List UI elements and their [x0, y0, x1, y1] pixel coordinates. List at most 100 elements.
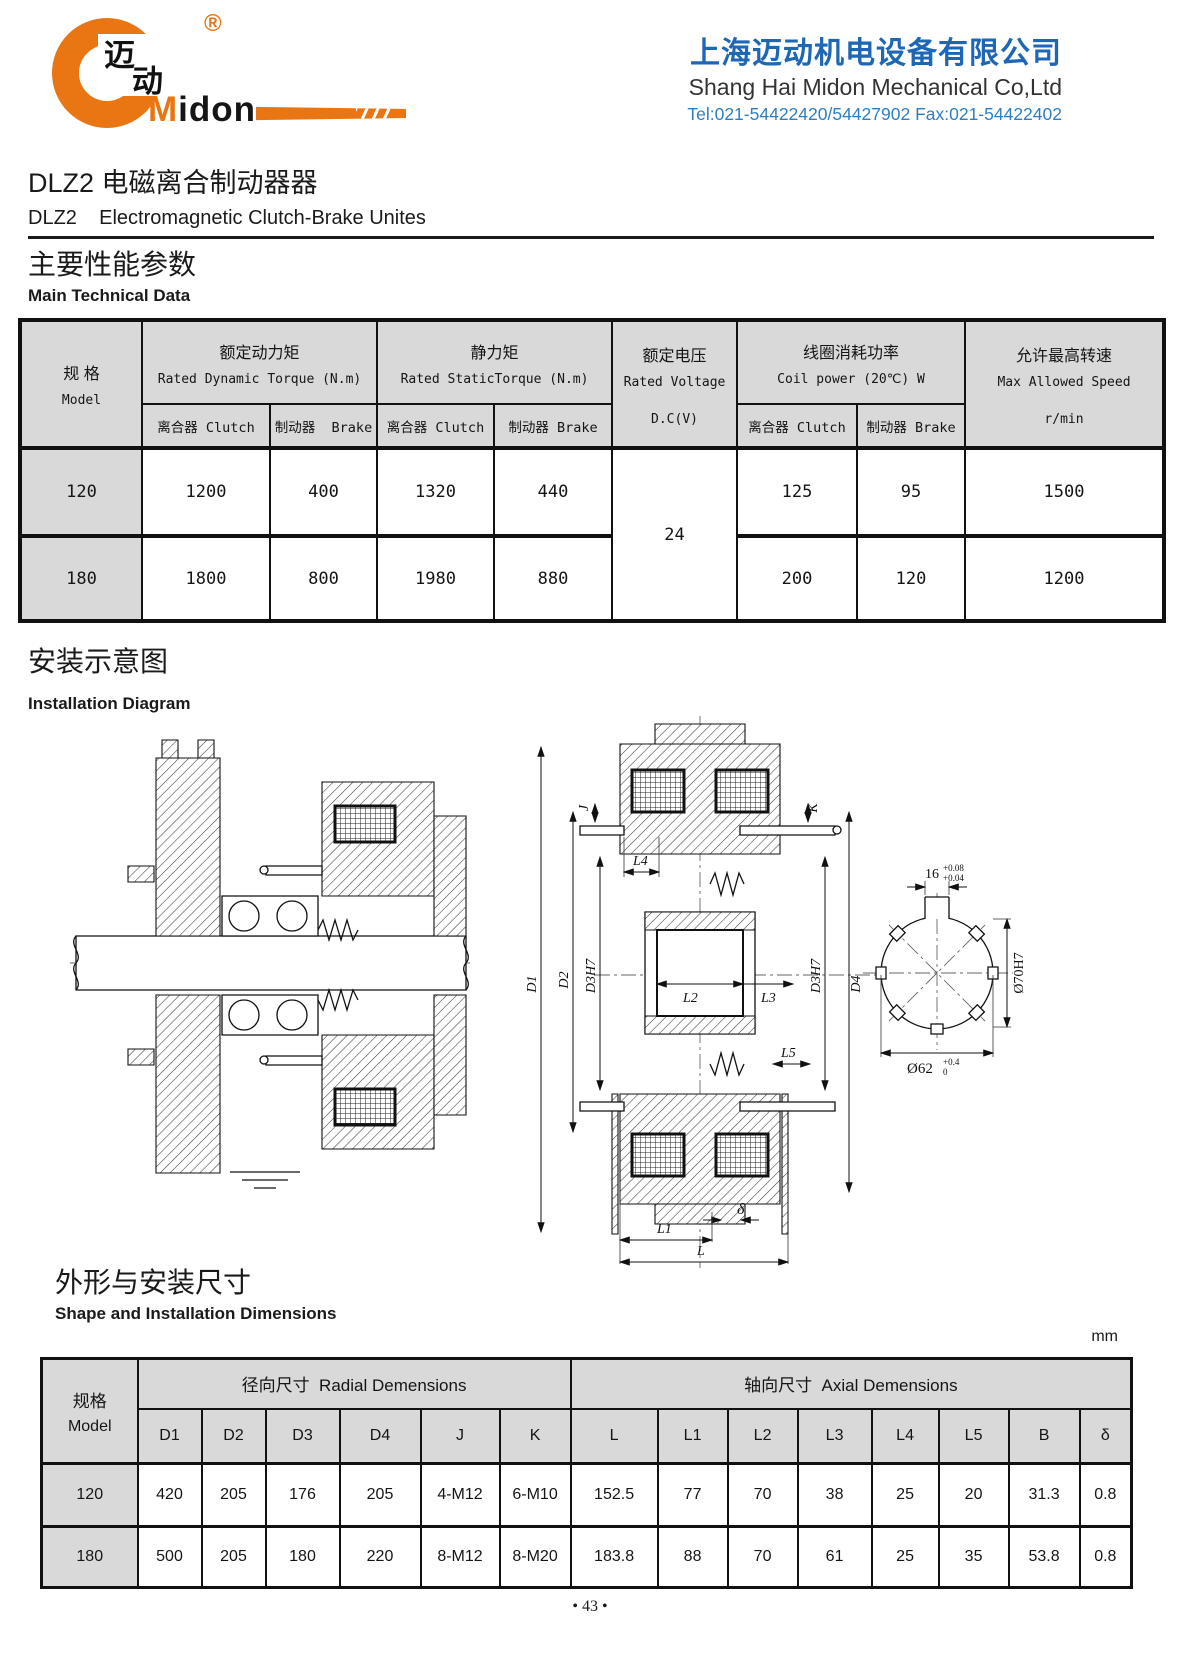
value-cell: 8-M20: [498, 1525, 572, 1589]
registered-trademark-icon: ®: [204, 10, 222, 37]
value-cell: 25: [870, 1525, 940, 1589]
col-header: δ: [1078, 1407, 1133, 1465]
col-header-static-torque: 静力矩 Rated StaticTorque (N.m): [376, 319, 613, 405]
section-tech-en: Main Technical Data: [28, 286, 191, 305]
value-cell: 176: [264, 1462, 341, 1528]
dim-spline-width: 16: [925, 867, 939, 882]
dim-outer-tol-dn: 0: [943, 1067, 948, 1077]
col-header-model: 规格 Model: [40, 1357, 139, 1465]
value-cell: 20: [937, 1462, 1010, 1528]
value-cell: 8-M12: [419, 1525, 501, 1589]
dim-l4: L4: [632, 854, 648, 869]
section-tech-heading: 主要性能参数 Main Technical Data: [28, 248, 196, 307]
subheader-brake: 制动器 Brake: [493, 403, 613, 449]
col-header: B: [1007, 1407, 1081, 1465]
dim-k: K: [806, 803, 821, 814]
col-header: L1: [656, 1407, 729, 1465]
page-title-en: DLZ2 Electromagnetic Clutch-Brake Unites: [28, 207, 426, 229]
col-header: J: [419, 1407, 501, 1465]
value-cell: 35: [937, 1525, 1010, 1589]
logo-cn-char-top: 迈: [104, 38, 135, 73]
logo-cn-backdrop: [98, 34, 168, 96]
value-cell: 53.8: [1007, 1525, 1081, 1589]
value-cell: 25: [870, 1462, 940, 1528]
company-name-cn: 上海迈动机电设备有限公司: [690, 37, 1062, 70]
dim-l2: L2: [682, 991, 698, 1006]
subheader-clutch: 离合器 Clutch: [736, 403, 858, 449]
model-cell: 180: [19, 534, 143, 622]
value-cell: 220: [338, 1525, 422, 1589]
section-shape-cn: 外形与安装尺寸: [55, 1267, 252, 1298]
value-cell: 70: [726, 1462, 799, 1528]
logo-cn-char-bottom: 动: [132, 64, 163, 99]
dim-l5: L5: [780, 1046, 796, 1061]
value-cell: 0.8: [1078, 1525, 1133, 1589]
value-cell: 1200: [964, 534, 1165, 622]
value-cell: 440: [493, 446, 613, 537]
logo-stripe-icon: [256, 106, 406, 121]
dim-d4: D4: [849, 975, 864, 993]
dim-spline-tol-up: +0.08: [943, 863, 964, 873]
value-cell: 0.8: [1078, 1462, 1133, 1528]
col-header-model: 规 格 Model: [19, 319, 143, 449]
dim-outer: Ø62: [907, 1061, 933, 1077]
dim-bore: Ø70H7: [1012, 952, 1027, 993]
value-cell: 95: [856, 446, 966, 537]
installation-section-view: [70, 738, 470, 1193]
model-cell: 180: [40, 1525, 139, 1589]
col-header: D1: [136, 1407, 203, 1465]
subheader-clutch: 离合器 Clutch: [141, 403, 271, 449]
company-block: 上海迈动机电设备有限公司 Shang Hai Midon Mechanical …: [687, 36, 1062, 126]
value-cell: 420: [136, 1462, 203, 1528]
col-header: D2: [200, 1407, 267, 1465]
dim-d1: D1: [525, 975, 540, 993]
col-header: K: [498, 1407, 572, 1465]
table-row: 180 500 205 180 220 8-M12 8-M20 183.8 88…: [40, 1525, 1133, 1589]
section-shape-heading: 外形与安装尺寸 Shape and Installation Dimension…: [55, 1266, 337, 1325]
table-row: 120 1200 400 1320 440 24 125 95 1500: [19, 446, 1165, 622]
table-row: 120 420 205 176 205 4-M12 6-M10 152.5 77…: [40, 1462, 1133, 1528]
section-install-heading: 安装示意图 Installation Diagram: [28, 645, 190, 715]
value-cell: 205: [338, 1462, 422, 1528]
page-title-block: DLZ2 电磁离合制动器器 DLZ2 Electromagnetic Clutc…: [28, 166, 1154, 239]
model-header-en: Model: [61, 393, 102, 408]
value-cell: 31.3: [1007, 1462, 1081, 1528]
model-cell: 120: [40, 1462, 139, 1528]
voltage-cell: 24: [611, 446, 738, 622]
subheader-brake: 制动器 Brake: [856, 403, 966, 449]
dim-d3h7-right: D3H7: [809, 958, 824, 994]
model-header-cn: 规 格: [63, 366, 100, 383]
logo-wordmark-idon: idon: [178, 90, 257, 129]
subheader-clutch: 离合器 Clutch: [376, 403, 495, 449]
value-cell: 88: [656, 1525, 729, 1589]
section-tech-cn: 主要性能参数: [28, 249, 197, 280]
value-cell: 200: [736, 534, 858, 622]
spline-bore-detail-view: 16 +0.08 +0.04 Ø70H7 Ø62 +0.4 0: [845, 863, 1027, 1077]
logo-wordmark-m: M: [148, 90, 179, 129]
section-install-cn: 安装示意图: [28, 646, 169, 677]
value-cell: 1980: [376, 534, 495, 622]
spline-notches: [876, 926, 998, 1034]
installation-dimension-view: D1 D2 D3H7 J K L4 L2 L3 D3H7 D4 L5 δ L1 …: [525, 712, 885, 1277]
dim-spline-tol-dn: +0.04: [943, 873, 964, 883]
value-cell: 205: [200, 1525, 267, 1589]
model-cell: 120: [19, 446, 143, 537]
keyway-stub: [925, 897, 949, 919]
value-cell: 1800: [141, 534, 271, 622]
dim-l1: L1: [656, 1222, 672, 1237]
company-contact: Tel:021-54422420/54427902 Fax:021-544224…: [687, 104, 1062, 124]
dim-l: L: [696, 1244, 705, 1259]
value-cell: 205: [200, 1462, 267, 1528]
col-header-max-speed: 允许最高转速 Max Allowed Speed r/min: [964, 319, 1165, 449]
dim-d3h7-left: D3H7: [584, 958, 599, 994]
value-cell: 77: [656, 1462, 729, 1528]
subheader-brake: 制动器 Brake: [269, 403, 378, 449]
col-header: L2: [726, 1407, 799, 1465]
company-name-en: Shang Hai Midon Mechanical Co,Ltd: [688, 74, 1062, 100]
page-number: • 43 •: [572, 1598, 608, 1615]
col-header-dynamic-torque: 额定动力矩 Rated Dynamic Torque (N.m): [141, 319, 378, 405]
value-cell: 1500: [964, 446, 1165, 537]
value-cell: 70: [726, 1525, 799, 1589]
value-cell: 4-M12: [419, 1462, 501, 1528]
section-install-en: Installation Diagram: [28, 694, 191, 713]
